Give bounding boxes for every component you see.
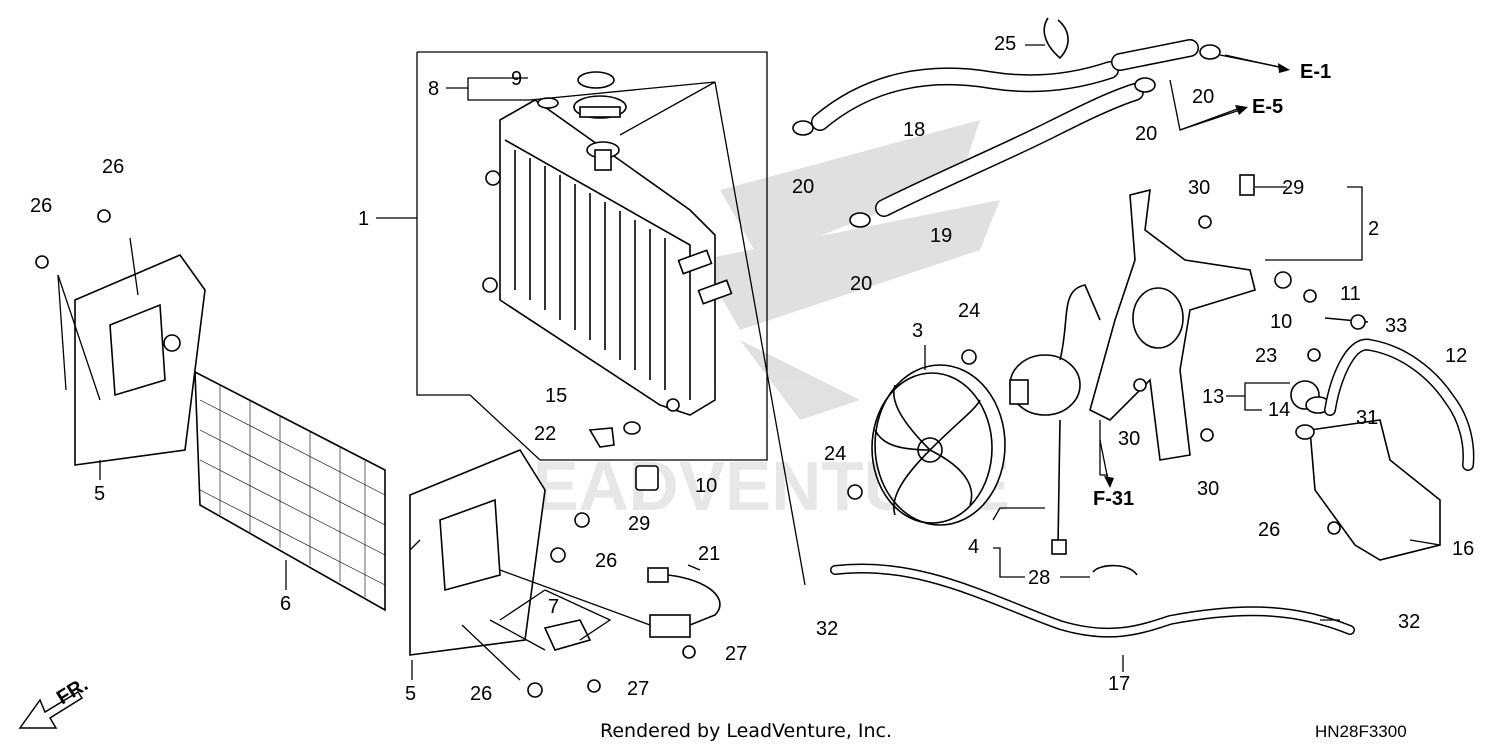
label-20c: 20 xyxy=(1135,123,1157,145)
fan-shroud-bracket[interactable] xyxy=(1089,188,1256,461)
diagram-code: HN28F3300 xyxy=(1315,722,1407,741)
label-25: 25 xyxy=(994,33,1016,55)
label-26e: 26 xyxy=(1258,519,1280,541)
label-20d: 20 xyxy=(1192,86,1214,108)
ref-e1: E-1 xyxy=(1300,61,1331,83)
label-19: 19 xyxy=(930,225,952,247)
leader-lines xyxy=(57,44,1441,681)
label-17: 17 xyxy=(1108,673,1130,695)
label-26d: 26 xyxy=(470,683,492,705)
label-29a: 29 xyxy=(1282,177,1304,199)
ref-e5: E-5 xyxy=(1252,96,1283,118)
label-30b: 30 xyxy=(1118,428,1140,450)
label-28: 28 xyxy=(1028,567,1050,589)
label-30a: 30 xyxy=(1188,177,1210,199)
bolts-and-grommets[interactable] xyxy=(35,174,1369,698)
hose-19[interactable] xyxy=(875,83,1144,217)
label-2: 2 xyxy=(1368,218,1379,240)
hose-upper-right[interactable] xyxy=(1111,39,1199,71)
label-26c: 26 xyxy=(595,550,617,572)
label-6: 6 xyxy=(280,593,291,615)
label-15: 15 xyxy=(545,385,567,407)
label-32b: 32 xyxy=(1398,611,1420,633)
label-3: 3 xyxy=(912,320,923,342)
label-29b: 29 xyxy=(628,513,650,535)
label-5b: 5 xyxy=(405,683,416,705)
label-30c: 30 xyxy=(1197,478,1219,500)
fan-motor[interactable] xyxy=(1009,284,1101,555)
label-13: 13 xyxy=(1202,386,1224,408)
label-20a: 20 xyxy=(792,176,814,198)
label-1: 1 xyxy=(358,208,369,230)
section-references[interactable]: E-1 E-5 F-31 xyxy=(1093,61,1331,510)
label-10b: 10 xyxy=(1270,311,1292,333)
footer-credit: Rendered by LeadVenture, Inc. xyxy=(600,720,892,742)
radiator-cap[interactable] xyxy=(573,71,627,119)
label-27b: 27 xyxy=(627,678,649,700)
upper-hose-18[interactable] xyxy=(811,61,1119,131)
label-27a: 27 xyxy=(725,643,747,665)
label-26b: 26 xyxy=(102,156,124,178)
label-12: 12 xyxy=(1445,345,1467,367)
label-33: 33 xyxy=(1385,315,1407,337)
label-11: 11 xyxy=(1340,283,1361,305)
label-23: 23 xyxy=(1255,345,1277,367)
label-16: 16 xyxy=(1452,538,1474,560)
callout-labels: 1 2 3 4 5 5 6 7 8 9 10 10 11 12 13 14 15… xyxy=(30,33,1474,705)
radiator-drain-hardware[interactable] xyxy=(588,421,659,491)
radiator-net[interactable] xyxy=(194,370,386,612)
label-24b: 24 xyxy=(824,443,846,465)
label-7: 7 xyxy=(548,596,559,618)
watermark-wing-logo xyxy=(700,120,1000,420)
thermo-switch[interactable] xyxy=(543,619,592,651)
ref-f31: F-31 xyxy=(1093,488,1134,510)
label-21: 21 xyxy=(698,543,720,565)
label-14: 14 xyxy=(1268,399,1290,421)
label-10a: 10 xyxy=(695,475,717,497)
side-shroud-left[interactable] xyxy=(74,254,206,466)
fan-sub-harness[interactable] xyxy=(647,567,721,638)
label-9: 9 xyxy=(511,68,522,90)
radiator-assembly-frame xyxy=(416,51,768,461)
label-24a: 24 xyxy=(958,300,980,322)
overflow-tube-17[interactable] xyxy=(830,563,1355,638)
label-31: 31 xyxy=(1356,407,1378,429)
label-5a: 5 xyxy=(94,483,105,505)
label-8: 8 xyxy=(428,78,439,100)
side-shroud-right[interactable] xyxy=(409,449,546,656)
label-4: 4 xyxy=(968,536,979,558)
hose-clamps[interactable] xyxy=(792,17,1221,576)
siphon-tube-12[interactable] xyxy=(1324,338,1475,471)
cooling-fan[interactable] xyxy=(871,364,1006,526)
label-18: 18 xyxy=(903,119,925,141)
label-20b: 20 xyxy=(850,273,872,295)
front-direction-arrow-icon xyxy=(18,690,84,729)
radiator[interactable] xyxy=(482,97,733,416)
arrows xyxy=(1099,54,1290,488)
label-32a: 32 xyxy=(816,618,838,640)
label-26a: 26 xyxy=(30,195,52,217)
label-22: 22 xyxy=(534,423,556,445)
